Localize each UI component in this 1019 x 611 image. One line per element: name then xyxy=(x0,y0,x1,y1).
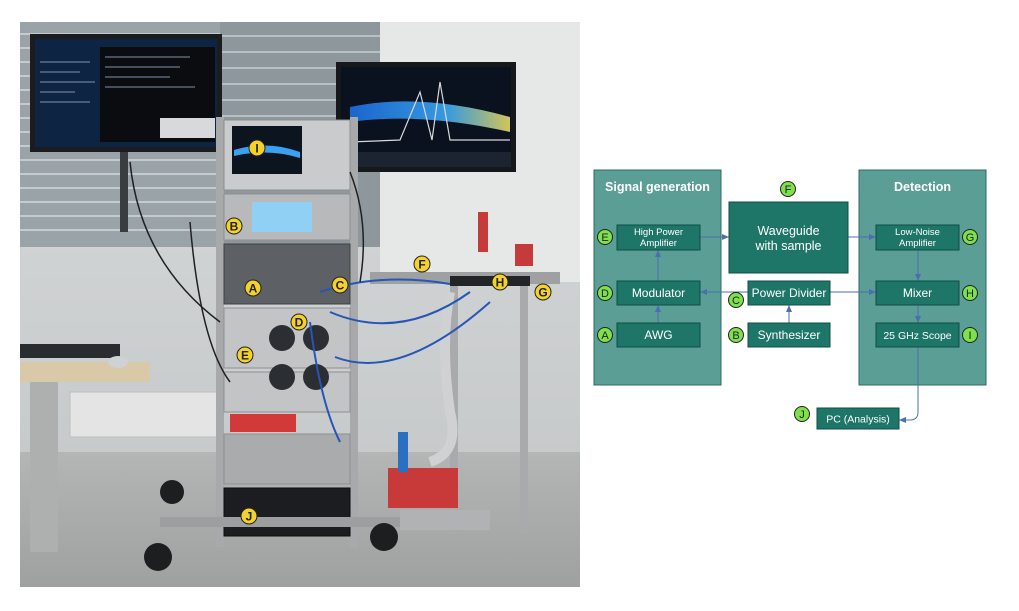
signal-arrows xyxy=(655,234,921,423)
mixer-block: Mixer xyxy=(875,280,960,306)
svg-text:F: F xyxy=(785,184,792,196)
svg-text:G: G xyxy=(966,232,975,244)
modulator-block: Modulator xyxy=(616,280,701,306)
svg-text:H: H xyxy=(966,288,974,300)
svg-text:Synthesizer: Synthesizer xyxy=(758,328,821,342)
black-cables xyxy=(129,161,365,383)
svg-text:PC (Analysis): PC (Analysis) xyxy=(826,414,890,426)
svg-text:Modulator: Modulator xyxy=(632,286,685,300)
photo-badge-A: A xyxy=(244,279,262,297)
svg-text:Mixer: Mixer xyxy=(903,286,932,300)
svg-text:25 GHz Scope: 25 GHz Scope xyxy=(883,330,951,342)
detection-title: Detection xyxy=(894,180,951,194)
svg-text:D: D xyxy=(295,316,304,330)
svg-text:C: C xyxy=(336,279,345,293)
synthesizer-block: Synthesizer xyxy=(747,322,831,348)
radiator xyxy=(69,391,221,438)
photo-badge-I: I xyxy=(248,139,266,157)
left-monitor xyxy=(30,34,222,232)
svg-text:I: I xyxy=(255,142,258,156)
svg-text:E: E xyxy=(601,232,608,244)
svg-text:H: H xyxy=(496,276,505,290)
desk xyxy=(20,344,150,552)
badge-F: F xyxy=(780,181,796,197)
photo-badge-J: J xyxy=(240,507,258,525)
svg-text:J: J xyxy=(246,510,253,524)
badge-I: I xyxy=(962,327,978,343)
diagram-badges: E D A F C B G H I J xyxy=(597,181,978,422)
svg-text:F: F xyxy=(418,258,425,272)
photo-badge-G: G xyxy=(534,283,552,301)
badge-E: E xyxy=(597,229,613,245)
detection-group xyxy=(858,169,987,386)
svg-text:with sample: with sample xyxy=(755,239,822,253)
badge-A: A xyxy=(597,327,613,343)
lab-setup-photo: I B A C D E F H G J xyxy=(20,22,580,587)
svg-text:AWG: AWG xyxy=(644,328,672,342)
svg-text:J: J xyxy=(799,409,805,421)
svg-text:E: E xyxy=(241,349,249,363)
badge-B: B xyxy=(728,327,744,343)
high-power-amplifier-block: High Power Amplifier xyxy=(616,224,701,251)
svg-text:High Power: High Power xyxy=(634,227,683,238)
badge-H: H xyxy=(962,285,978,301)
waveguide-table xyxy=(370,212,560,534)
badge-C: C xyxy=(728,292,744,308)
svg-text:Power Divider: Power Divider xyxy=(752,286,827,300)
svg-text:C: C xyxy=(732,295,740,307)
waveguide-block: Waveguide with sample xyxy=(728,201,849,274)
svg-text:Amplifier: Amplifier xyxy=(899,238,936,249)
signal-generation-title: Signal generation xyxy=(605,180,710,194)
photo-badge-C: C xyxy=(331,276,349,294)
scope-block: 25 GHz Scope xyxy=(875,322,960,348)
mouse xyxy=(108,356,128,368)
svg-text:Amplifier: Amplifier xyxy=(640,238,677,249)
photo-badge-F: F xyxy=(413,255,431,273)
badge-J: J xyxy=(794,406,810,422)
right-monitor xyxy=(336,62,516,172)
svg-text:D: D xyxy=(601,288,609,300)
photo-badge-E: E xyxy=(236,346,254,364)
photo-badge-D: D xyxy=(290,313,308,331)
svg-text:A: A xyxy=(601,330,609,342)
svg-text:B: B xyxy=(732,330,739,342)
photo-badge-H: H xyxy=(491,273,509,291)
svg-text:G: G xyxy=(538,286,547,300)
svg-text:A: A xyxy=(249,282,258,296)
keyboard xyxy=(20,344,120,358)
low-noise-amplifier-block: Low-Noise Amplifier xyxy=(875,224,960,251)
svg-text:I: I xyxy=(968,330,971,342)
power-divider-block: Power Divider xyxy=(747,280,831,306)
svg-text:Low-Noise: Low-Noise xyxy=(895,227,940,238)
pc-analysis-block: PC (Analysis) xyxy=(816,407,900,430)
svg-text:B: B xyxy=(230,220,239,234)
badge-G: G xyxy=(962,229,978,245)
badge-D: D xyxy=(597,285,613,301)
photo-badge-B: B xyxy=(225,217,243,235)
equipment-rack xyxy=(144,117,400,571)
photo-badges: I B A C D E F H G J xyxy=(225,139,552,525)
svg-text:Waveguide: Waveguide xyxy=(757,224,819,238)
awg-block: AWG xyxy=(616,322,701,348)
block-diagram: Signal generation Detection High Power A… xyxy=(593,169,987,430)
